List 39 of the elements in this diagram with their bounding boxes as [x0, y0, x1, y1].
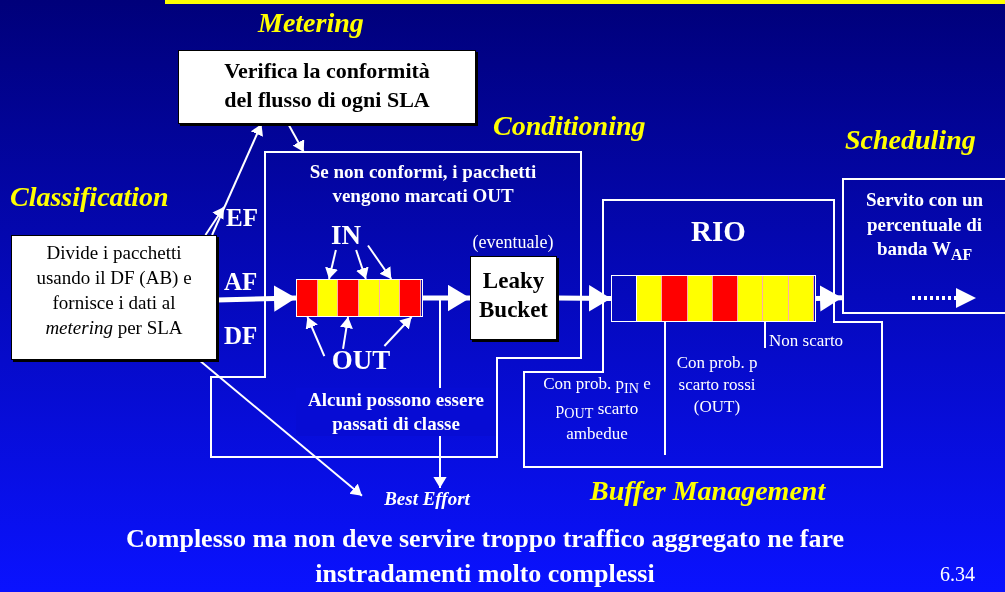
region-heading: RIO — [690, 215, 747, 248]
region-note: Alcuni possono essere passati di classe — [296, 388, 496, 436]
section-heading: Scheduling — [845, 125, 976, 156]
arrow — [383, 316, 413, 347]
edge-label: EF — [226, 204, 258, 232]
section-heading: Classification — [10, 182, 169, 213]
arrow — [423, 284, 470, 312]
arrow — [204, 206, 225, 236]
threshold-note: Con prob. p$_{IN}$ e p$_{OUT}$ scarto ambedue — [542, 373, 652, 445]
node-label: Best Effort — [362, 488, 492, 514]
arrow — [815, 285, 843, 312]
note-text: (eventuale) — [471, 232, 555, 253]
node-label: OUT — [322, 345, 400, 377]
section-heading: Conditioning — [493, 111, 646, 142]
edge-label: DF — [224, 322, 258, 350]
section-heading: Buffer Management — [590, 476, 826, 507]
arrow — [211, 123, 263, 236]
caption-text: Complesso ma non deve servire troppo traffico aggregato ne fare instradamenti molto complessi — [125, 523, 845, 590]
arrow — [305, 316, 326, 358]
process-box: Verifica la conformità del flusso di ogni SLA — [178, 50, 476, 124]
edge-label: AF — [224, 268, 258, 296]
process-box: Divide i pacchetti usando il DF (AB) e fornisce i dati al metering per SLA — [11, 235, 217, 360]
threshold-note: Con prob. p scarto rossi (OUT) — [675, 352, 759, 419]
arrow — [325, 249, 338, 280]
arrow — [287, 123, 305, 153]
arrow — [339, 316, 353, 350]
arrow — [198, 359, 363, 497]
node-label: IN — [324, 220, 368, 250]
arrow — [367, 244, 393, 280]
packet-queue — [296, 279, 423, 317]
packet-queue — [611, 275, 816, 322]
page-number: 6.34 — [940, 563, 975, 585]
region-heading: Se non conformi, i pacchetti vengono marcati OUT — [308, 160, 538, 208]
arrow — [216, 285, 297, 312]
process-box: Leaky Bucket — [470, 256, 557, 340]
arrow — [355, 249, 369, 280]
threshold-note: Non scarto — [769, 331, 845, 351]
arrow — [556, 285, 612, 312]
section-heading: Metering — [258, 8, 364, 39]
